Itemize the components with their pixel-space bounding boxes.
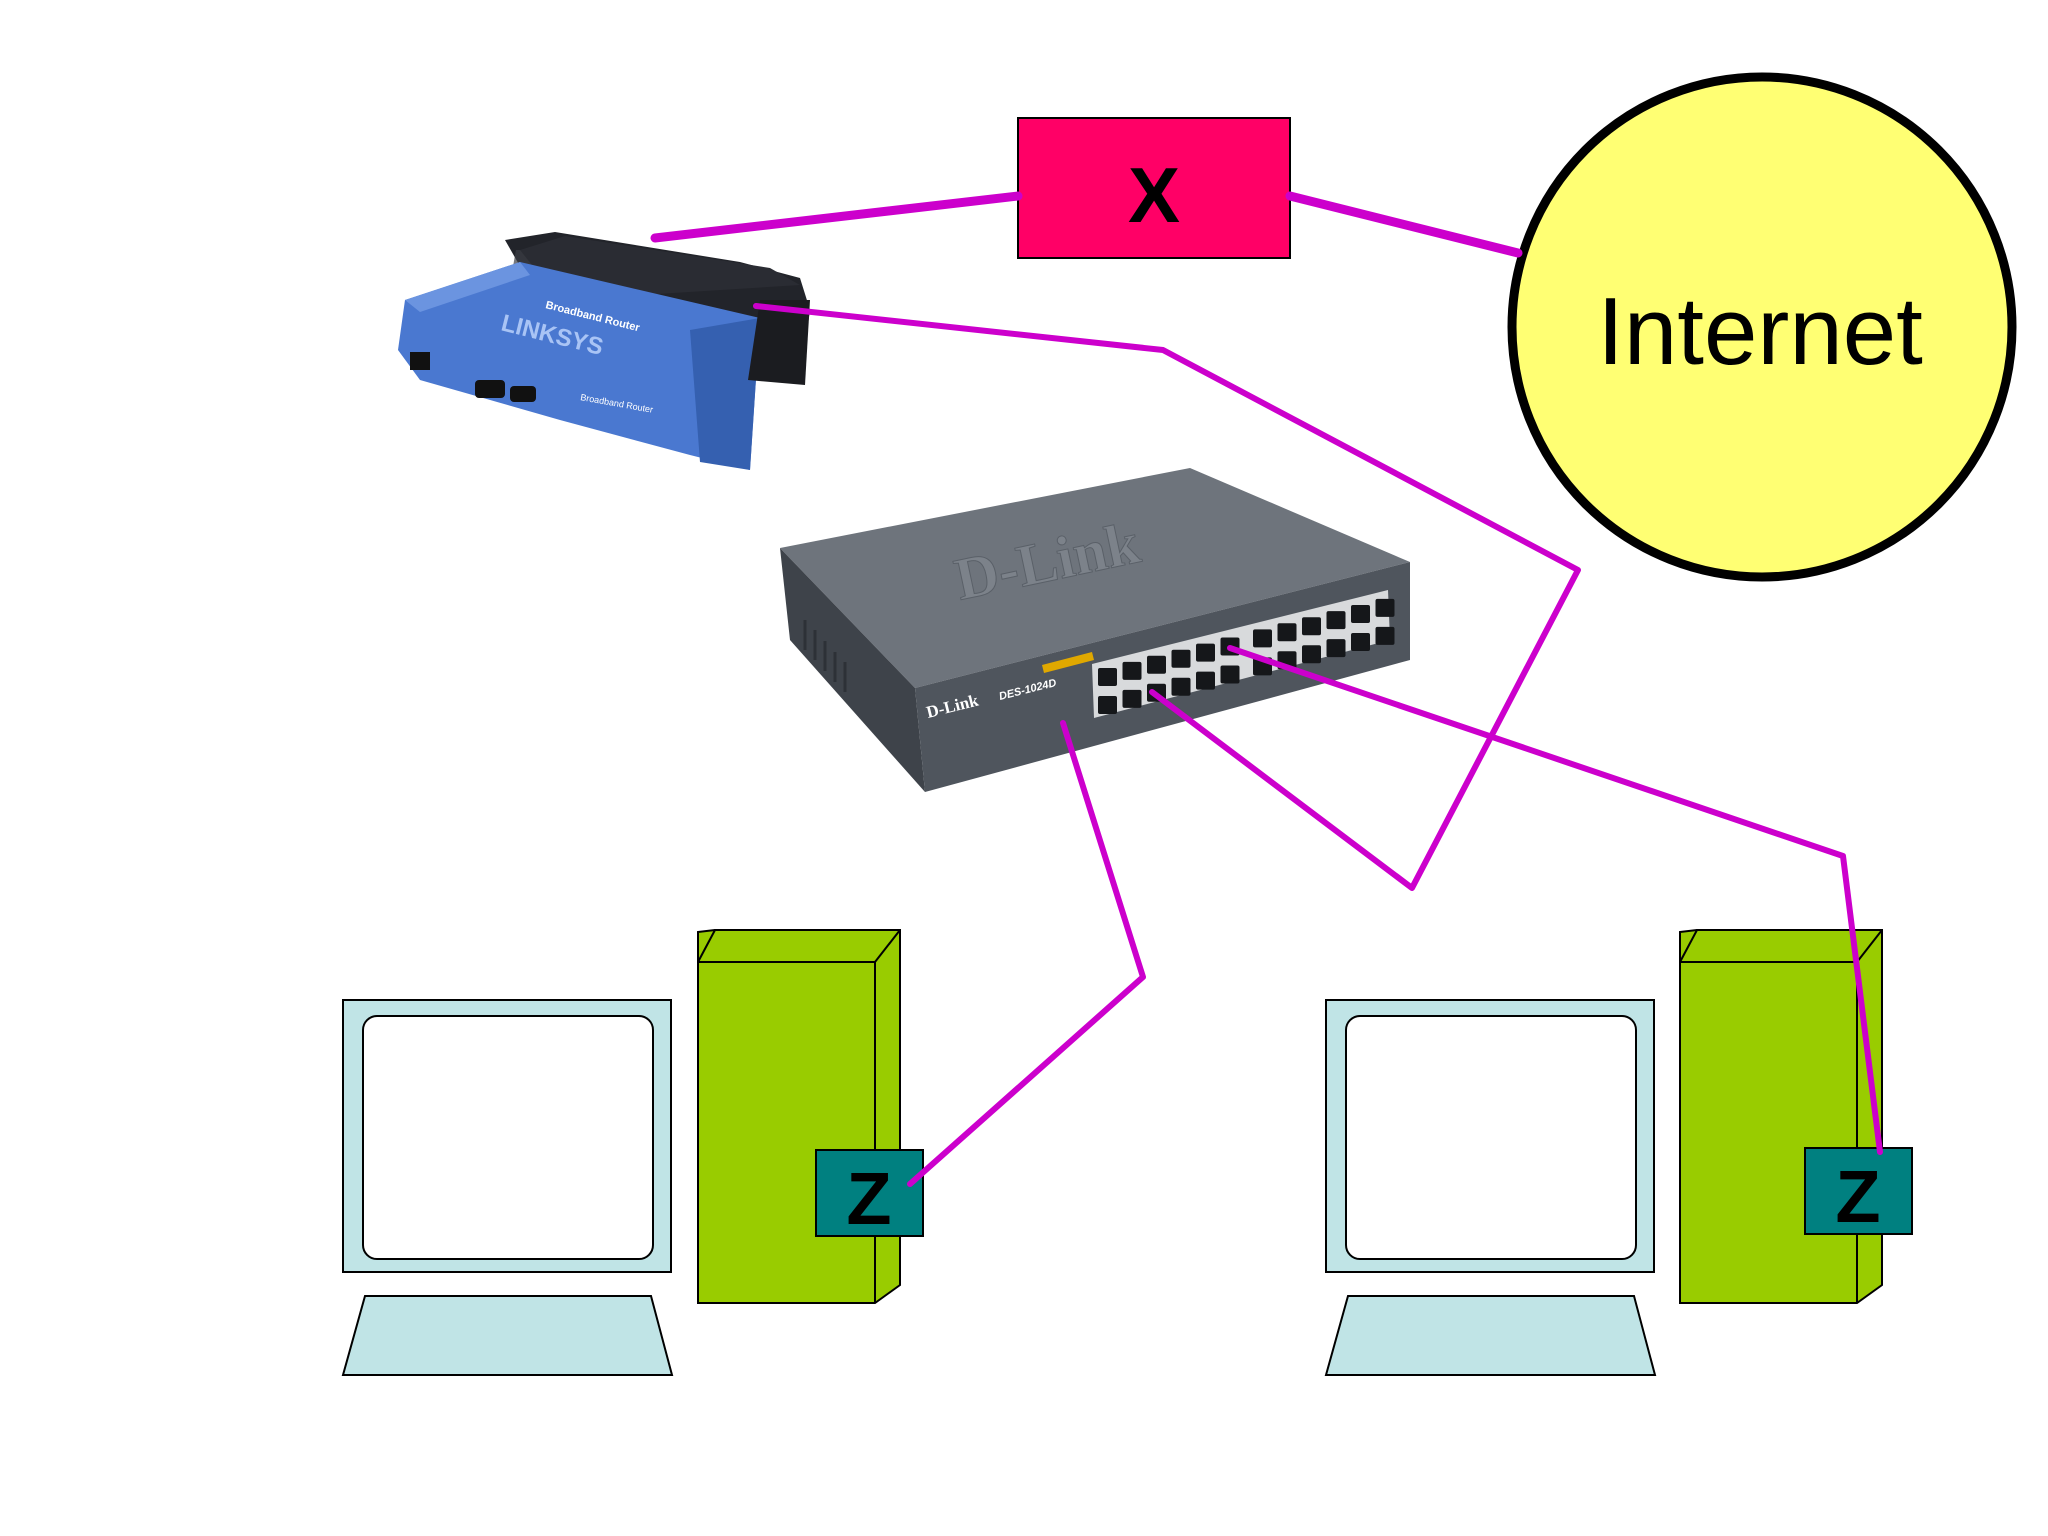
cable-switch-to-pc-left [907,720,1146,1187]
switch-port [1171,677,1191,696]
x-node: X [1017,117,1291,259]
switch-port [1253,629,1272,648]
pc-left-keyboard [341,1295,674,1376]
internet-label: Internet [1597,278,1923,385]
pc-left: Z [341,929,924,1376]
switch-port [1302,645,1321,664]
switch-port [1277,623,1297,642]
cable-x-to-internet [1285,191,1523,258]
router-device: LINKSYS Broadband Router Broadband Route… [398,232,810,470]
switch-port [1375,626,1395,645]
router-front-panel [398,262,760,470]
pc-right-tower [1679,929,1883,1304]
switch-port [1351,605,1370,623]
switch-port [1220,665,1240,684]
internet-node: Internet [1507,72,2017,582]
switch-port [1122,689,1142,708]
pc-left-screen [362,1015,654,1260]
pc-right-nic [1804,1147,1913,1235]
switch-top [780,468,1410,688]
switch-ports [1098,598,1395,714]
cable-router-to-x [650,191,1023,243]
switch-port [1171,649,1191,668]
router-led-cluster [475,380,505,398]
pc-right-keyboard [1324,1295,1657,1376]
switch-port [1196,671,1215,690]
pc-left-nic-label: Z [846,1157,891,1240]
switch-vents [803,620,847,692]
switch-port [1302,617,1321,636]
x-node-label: X [1128,151,1180,239]
cables [650,191,1883,1187]
switch-port [1351,633,1370,651]
pc-right-screen [1345,1015,1637,1260]
switch-port [1326,639,1346,658]
switch-port [1196,643,1215,662]
switch-port [1147,655,1166,674]
internet-circle [1507,72,2017,582]
x-node-box [1017,117,1291,259]
switch-port [1122,661,1142,680]
switch-device: D-Link D-Link DES-1024D [780,468,1410,792]
pc-left-nic [815,1149,924,1237]
cable-switch-to-pc-right [1227,645,1883,1155]
switch-port [1375,598,1395,617]
switch-port [1098,696,1117,714]
switch-port [1326,611,1346,630]
switch-port [1098,668,1117,686]
switch-left-side [780,548,925,792]
cable-router-to-switch [753,303,1581,891]
pc-right-nic-label: Z [1835,1155,1880,1238]
pc-right: Z [1324,929,1913,1376]
pc-left-tower [697,929,901,1304]
